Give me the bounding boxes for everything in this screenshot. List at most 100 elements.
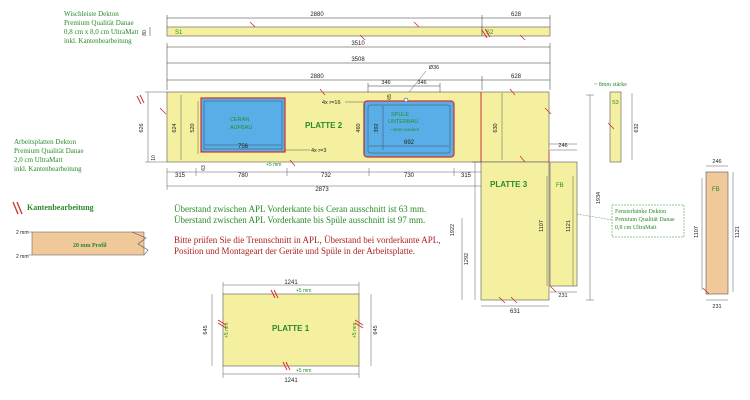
note-line: Fensterbänke Dekton	[615, 209, 667, 215]
dim-2880-top: 2880	[310, 12, 324, 18]
note-line: inkl. Kantenbearbeitung	[64, 37, 132, 45]
dim-346-a: 346	[381, 80, 390, 86]
info-line: Überstand zwischen APL Vorderkante bis S…	[174, 215, 426, 225]
kantenbearbeitung-title: Kantenbearbeitung	[27, 203, 94, 212]
dim-520: 520	[190, 123, 196, 132]
info-line: Bitte prüfen Sie die Trennschnitt in APL…	[174, 235, 441, 245]
p1-dim-bottom: 1241	[284, 378, 298, 384]
label-platte3: PLATTE 3	[490, 180, 528, 189]
p1-plus5-right: +5 mm	[352, 323, 358, 338]
fensterbank-fb-2	[705, 171, 729, 295]
p1-plus5-left: +5 mm	[224, 323, 230, 338]
p1-dim-left: 645	[203, 325, 209, 334]
arbeitsplatten-note: Arbeitsplatten Dekton Premium Qualität D…	[14, 138, 84, 174]
dim-631: 631	[510, 309, 521, 315]
dim-630: 630	[493, 123, 499, 132]
dim-3508: 3508	[351, 57, 365, 63]
info-red: Bitte prüfen Sie die Trennschnitt in APL…	[174, 235, 440, 257]
note-line: 0,8 cm UltraMatt	[615, 225, 657, 231]
dim-63: 63	[201, 165, 207, 171]
info-line: Position und Montageart der Geräte und S…	[174, 246, 415, 256]
dim-1292: 1292	[464, 253, 470, 265]
label-platte2: PLATTE 2	[305, 121, 343, 130]
dim-780: 780	[238, 173, 249, 179]
mm-staerke-note: ~ 8mm stärke	[594, 82, 627, 88]
label-s1: S1	[175, 30, 183, 36]
label-diameter: Ø36	[429, 65, 439, 71]
fb-dim-1107: 1107	[694, 226, 700, 238]
fb-dim-231: 231	[712, 304, 721, 310]
dim-315-a: 315	[175, 173, 186, 179]
note-line: Premium Qualität Danae	[64, 19, 134, 27]
dim-628-top: 628	[511, 12, 522, 18]
label-fb-1: FB	[556, 183, 564, 189]
spuele-note: ~4mm rundum	[390, 127, 419, 132]
ceran-label-2: AUFBAU	[230, 125, 252, 131]
plus5-p2: +5 mm	[266, 162, 281, 168]
spuele-label-2: UNTERBAU	[388, 119, 418, 125]
dim-1121: 1121	[566, 220, 572, 232]
note-line: Wischleiste Dekton	[64, 10, 119, 18]
info-line: Überstand zwischen APL Vorderkante bis C…	[174, 204, 427, 214]
dim-80: 80	[142, 30, 148, 36]
dim-1107: 1107	[539, 220, 545, 232]
spuele-label-1: SPÜLE	[391, 111, 409, 118]
note-line: Arbeitsplatten Dekton	[14, 138, 77, 146]
dim-392: 392	[374, 123, 380, 132]
info-green: Überstand zwischen APL Vorderkante bis C…	[174, 204, 426, 226]
dim-692: 692	[404, 140, 415, 146]
fb-dim-1121: 1121	[735, 226, 741, 238]
profile-dim-top: 2 mm	[16, 230, 29, 236]
dim-632: 632	[634, 123, 640, 132]
tap-hole	[403, 97, 409, 103]
dim-1934: 1934	[596, 192, 602, 204]
profile-dim-bottom: 2 mm	[16, 254, 29, 260]
note-line: Premium Qualität Danae	[14, 147, 84, 155]
dim-1922: 1922	[450, 224, 456, 236]
p1-plus5-top: +5 mm	[296, 288, 311, 294]
dim-315-b: 315	[461, 173, 472, 179]
dim-3510: 3510	[351, 41, 365, 47]
ceran-label-1: CERAN	[230, 117, 249, 123]
wischleiste-s1	[166, 26, 483, 37]
dim-756: 756	[238, 144, 249, 150]
wischleiste-note: Wischleiste Dekton Premium Qualität Dana…	[64, 10, 138, 46]
label-s2: S2	[486, 30, 494, 36]
note-line: inkl. Kantenbearbeitung	[14, 165, 82, 173]
note-line: 0,8 cm x 8,0 cm UltraMatt	[64, 28, 139, 36]
dim-346-b: 346	[417, 80, 426, 86]
fensterbank-note-box	[611, 204, 685, 238]
dim-626: 626	[139, 123, 145, 132]
dim-732: 732	[321, 173, 332, 179]
label-s3: S3	[612, 100, 619, 106]
ceran-cutout	[200, 97, 286, 153]
wischleiste-s3	[609, 91, 622, 163]
dim-231: 231	[558, 293, 567, 299]
dim-624: 624	[172, 123, 178, 132]
note-line: Premium Qualität Danae	[615, 217, 675, 223]
note-line: 2,0 cm UltraMatt	[14, 156, 63, 164]
dim-65: 65	[387, 94, 393, 100]
fb-dim-246: 246	[712, 159, 721, 165]
label-r3: 4x r=3	[311, 148, 326, 154]
p1-plus5-bottom: +5 mm	[296, 368, 311, 374]
platte-1	[222, 293, 360, 367]
fensterbank-note: Fensterbänke Dekton Premium Qualität Dan…	[615, 208, 675, 232]
p1-dim-right: 645	[373, 325, 379, 334]
label-fb-2: FB	[712, 187, 720, 193]
dim-628: 628	[511, 74, 522, 80]
label-r16: 4x r=16	[322, 100, 341, 106]
wischleiste-s2	[481, 26, 551, 37]
dim-460: 460	[356, 123, 362, 132]
dim-730: 730	[404, 173, 415, 179]
p1-dim-top: 1241	[284, 280, 298, 286]
label-platte1: PLATTE 1	[272, 324, 310, 333]
platte-3	[480, 161, 550, 301]
dim-10: 10	[151, 155, 157, 161]
profile-label: 20 mm Profil	[73, 243, 107, 249]
dim-2873: 2873	[315, 187, 329, 193]
profile-swatch	[31, 231, 145, 256]
fensterbank-fb-1	[549, 161, 578, 287]
